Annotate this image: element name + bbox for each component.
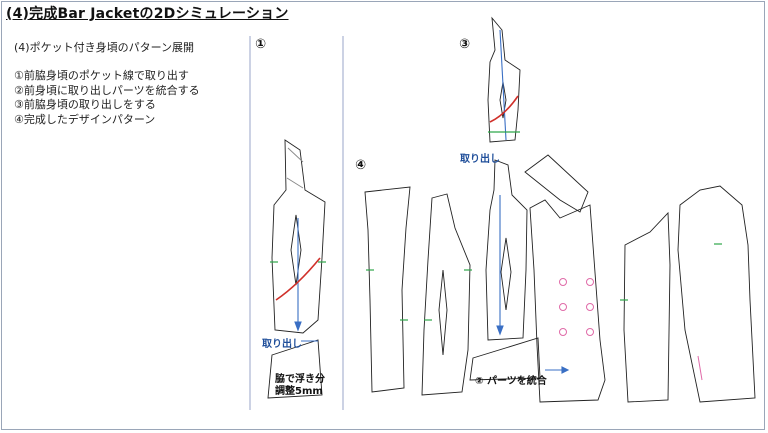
- marker-step-1: ①: [255, 37, 267, 52]
- step-item: ③前脇身頃の取り出しをする: [14, 98, 156, 111]
- section-subtitle: (4)ポケット付き身頃のパターン展開: [14, 41, 195, 54]
- reference-line: [286, 147, 304, 189]
- back-body-piece: [364, 186, 411, 393]
- grain-line: [499, 29, 507, 141]
- slide-title: (4)完成Bar Jacketの2Dシミュレーション: [6, 6, 289, 22]
- button-mark: [586, 278, 594, 286]
- pocket-line: [489, 95, 519, 123]
- dart: [438, 269, 448, 356]
- front-side-body-final: [485, 159, 528, 341]
- marker-step-3: ③: [459, 37, 471, 52]
- arrow-head: [496, 325, 504, 336]
- dart: [500, 237, 512, 311]
- marker-step-4: ④: [355, 158, 367, 173]
- dart: [499, 81, 507, 119]
- dart: [290, 214, 302, 286]
- button-mark: [559, 278, 567, 286]
- top-sleeve-piece: [677, 185, 756, 403]
- pocket-line: [275, 257, 321, 301]
- arrow-head: [294, 321, 302, 332]
- under-sleeve-piece: [623, 211, 671, 403]
- label-merge-parts: ② パーツを統合: [475, 376, 547, 387]
- arrow-head: [561, 366, 570, 374]
- button-mark: [559, 303, 567, 311]
- step-item: ①前脇身頃のポケット線で取り出す: [14, 69, 189, 82]
- pocket-part: [469, 337, 541, 381]
- button-mark: [559, 328, 567, 336]
- button-mark: [586, 303, 594, 311]
- side-back-piece: [421, 193, 471, 396]
- step-item: ②前身頃に取り出しパーツを統合する: [14, 83, 200, 97]
- front-side-body-piece: [271, 139, 326, 334]
- label-waki-adjust-1: 脇で浮き分: [275, 374, 325, 385]
- step-item: ④完成したデザインパターン: [14, 112, 156, 126]
- step-list: ①前脇身頃のポケット線で取り出す ②前身頃に取り出しパーツを統合する ③前脇身頃…: [14, 69, 200, 127]
- lapel-collar-piece: [524, 154, 589, 213]
- button-mark: [586, 328, 594, 336]
- sleeve-button-marks: [697, 355, 703, 381]
- label-toridashi-1: 取り出し: [262, 339, 302, 350]
- front-side-body-small: [487, 16, 521, 143]
- extracted-piece: [267, 339, 323, 399]
- label-waki-adjust-2: 調整5mm: [275, 386, 323, 397]
- label-toridashi-3: 取り出し: [460, 154, 500, 165]
- front-body-piece: [529, 199, 606, 403]
